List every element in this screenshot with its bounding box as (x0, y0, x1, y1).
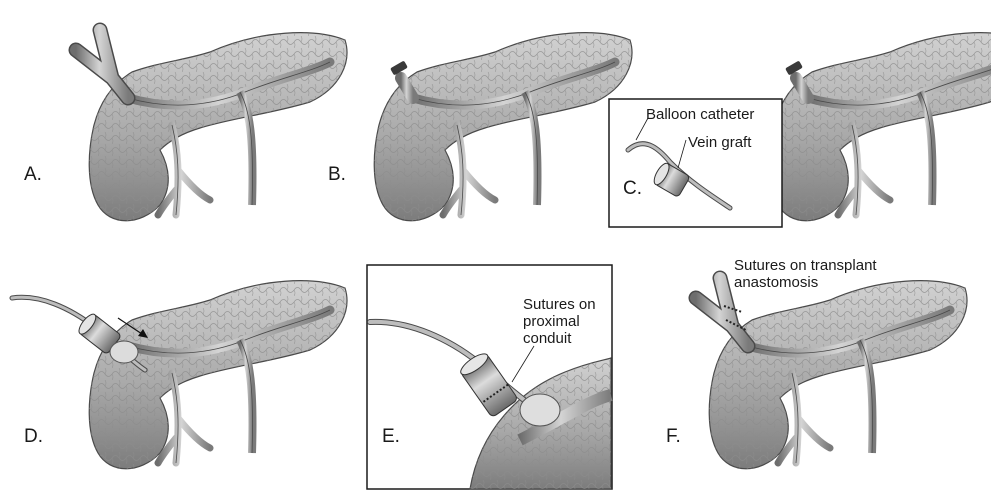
panel-label-c: C. (623, 178, 642, 200)
balloon-catheter-label: Balloon catheter (646, 106, 754, 123)
transplant-anastomosis-note-line2: anastomosis (734, 274, 818, 291)
panel-c-background-figure (769, 33, 991, 221)
panel-b-figure (374, 33, 632, 221)
panel-d-figure (12, 281, 347, 469)
panel-label-b: B. (328, 164, 346, 186)
transplant-anastomosis-note-line1: Sutures on transplant (734, 257, 877, 274)
panel-label-f: F. (666, 426, 681, 448)
panel-a-figure (76, 30, 347, 221)
panel-label-a: A. (24, 164, 42, 186)
panel-f-figure (696, 278, 967, 469)
panel-label-d: D. (24, 426, 43, 448)
proximal-conduit-note-line1: Sutures on (523, 296, 596, 313)
proximal-conduit-note-line2: proximal (523, 313, 580, 330)
proximal-conduit-note-line3: conduit (523, 330, 571, 347)
panel-label-e: E. (382, 426, 400, 448)
vein-graft-label: Vein graft (688, 134, 751, 151)
